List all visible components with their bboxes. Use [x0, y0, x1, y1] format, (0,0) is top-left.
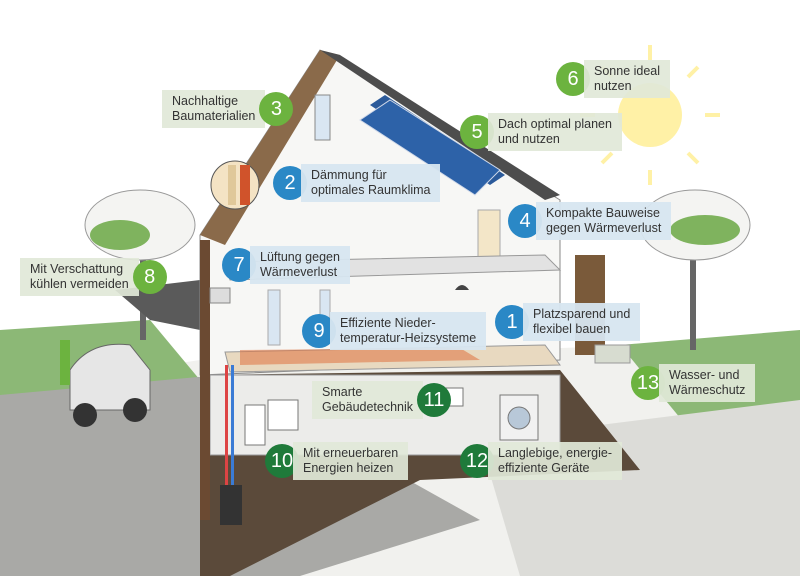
label-6: Sonne ideal nutzen: [584, 60, 671, 98]
label-5: Dach optimal planen und nutzen: [488, 113, 622, 151]
callout-7: 7 Lüftung gegen Wärmeverlust: [222, 246, 350, 284]
solar-panels: [359, 99, 501, 196]
badge-11: 11: [417, 383, 452, 417]
callout-3: Nachhaltige Baumaterialien 3: [162, 90, 294, 128]
label-1: Platzsparend und flexibel bauen: [523, 303, 641, 341]
callout-2: 2 Dämmung für optimales Raumklima: [273, 164, 441, 202]
callout-13: 13 Wasser- und Wärmeschutz: [631, 364, 756, 402]
label-11: Smarte Gebäudetechnik: [312, 381, 424, 419]
label-4: Kompakte Bauweise gegen Wärmeverlust: [536, 202, 672, 240]
callout-10: 10 Mit erneuerbaren Energien heizen: [265, 442, 409, 480]
label-7: Lüftung gegen Wärmeverlust: [250, 246, 350, 284]
electric-car-icon: [60, 340, 151, 427]
callout-6: 6 Sonne ideal nutzen: [556, 60, 671, 98]
badge-3: 3: [259, 92, 294, 126]
label-13: Wasser- und Wärmeschutz: [659, 364, 756, 402]
callout-1: 1 Platzsparend und flexibel bauen: [495, 303, 641, 341]
label-8: Mit Verschattung kühlen vermeiden: [20, 258, 139, 296]
label-2: Dämmung für optimales Raumklima: [301, 164, 441, 202]
label-9: Effiziente Nieder- temperatur-Heizsystem…: [330, 312, 487, 350]
badge-8: 8: [132, 260, 167, 294]
callout-12: 12 Langlebige, energie- effiziente Gerät…: [460, 442, 622, 480]
callout-9: 9 Effiziente Nieder- temperatur-Heizsyst…: [302, 312, 487, 350]
label-10: Mit erneuerbaren Energien heizen: [293, 442, 409, 480]
callout-4: 4 Kompakte Bauweise gegen Wärmeverlust: [508, 202, 672, 240]
house-shell: [199, 49, 605, 525]
label-3: Nachhaltige Baumaterialien: [162, 90, 266, 128]
callout-5: 5 Dach optimal planen und nutzen: [460, 113, 622, 151]
label-12: Langlebige, energie- effiziente Geräte: [488, 442, 622, 480]
callout-8: Mit Verschattung kühlen vermeiden 8: [20, 258, 167, 296]
callout-11: Smarte Gebäudetechnik 11: [312, 381, 452, 419]
